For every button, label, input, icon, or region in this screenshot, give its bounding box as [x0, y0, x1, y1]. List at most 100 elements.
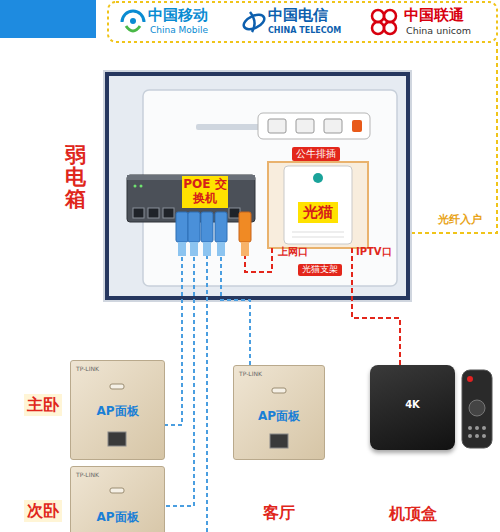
logo-arc — [126, 26, 140, 31]
node-text: 弱电箱 — [63, 144, 87, 210]
blue-plug — [201, 212, 213, 256]
blue-plug — [215, 212, 227, 256]
node-text: 次卧 — [24, 500, 62, 522]
node-text: TP-LINK — [239, 371, 262, 378]
operator-banner — [108, 2, 497, 42]
switch-casing — [127, 175, 255, 222]
status-led — [140, 185, 143, 188]
modem-vent — [292, 232, 344, 233]
ap-panel: 主卧TP-LINKAP面板 — [70, 360, 165, 460]
logo-loop — [372, 22, 384, 34]
modem-logo — [313, 173, 323, 183]
operator-name: 中国联通 — [404, 7, 464, 24]
panel-indicator — [272, 388, 286, 393]
ap-panel: 次卧TP-LINKAP面板 — [70, 466, 165, 532]
power-strip-body — [258, 113, 370, 139]
port-name: IPTV口 — [356, 246, 392, 257]
mount-rail — [196, 124, 260, 130]
d-pad — [469, 400, 485, 416]
weak-current-box: 弱电箱公牛排插POE 交换机光猫 — [105, 72, 410, 300]
plug-boot — [203, 242, 211, 256]
node-text: 公牛排插 — [292, 147, 340, 161]
operator-name: 中国电信 — [268, 7, 328, 24]
cable-connector — [352, 248, 400, 365]
strip-casing — [258, 113, 370, 139]
operator-name: 中国移动 — [148, 7, 208, 24]
rj45-port — [163, 208, 174, 218]
remote-button — [475, 426, 479, 430]
remote-body — [462, 370, 492, 448]
socket — [296, 119, 314, 133]
operator-name: China unicom — [406, 26, 471, 36]
plug-body — [201, 212, 213, 242]
logo-arc — [122, 11, 144, 22]
power-button — [467, 376, 473, 382]
blue-plug — [188, 212, 200, 256]
modem-vent — [292, 237, 344, 238]
operator-name: CHINA TELECOM — [268, 27, 341, 36]
plug-boot — [190, 242, 198, 256]
remote-button — [482, 434, 486, 438]
cable-connector — [165, 222, 182, 425]
modem-device — [284, 166, 352, 244]
logo-stroke — [250, 12, 255, 32]
plug-boot — [241, 242, 249, 256]
plug-body — [176, 212, 188, 242]
node-text: AP面板 — [71, 405, 164, 419]
node-text: TP-LINK — [76, 472, 99, 479]
strip-switch — [352, 120, 362, 132]
logo-ring — [241, 12, 266, 32]
node-text: AP面板 — [71, 511, 164, 525]
power-strip: 公牛排插 — [258, 113, 370, 139]
switch-body — [127, 175, 255, 222]
cable-connector — [221, 222, 250, 365]
plug-body — [215, 212, 227, 242]
remote-button — [468, 434, 472, 438]
rj45-port — [148, 208, 159, 218]
set-top-box: 4K机顶盒 — [370, 365, 455, 450]
corner-band — [0, 0, 96, 38]
panel-indicator — [110, 384, 124, 389]
orange-plug — [239, 212, 251, 256]
plug-body — [188, 212, 200, 242]
remote-button — [468, 426, 472, 430]
plug-boot — [178, 242, 186, 256]
node-text: AP面板 — [234, 410, 324, 424]
node-text: 主卧 — [24, 394, 62, 416]
poe-switch: POE 交换机 — [127, 175, 255, 222]
box-frame — [105, 72, 410, 300]
china-unicom-logo — [372, 10, 396, 34]
remote-control — [462, 370, 492, 448]
inner-panel — [143, 90, 397, 286]
rj45-port — [133, 208, 144, 218]
panel-port — [108, 432, 126, 446]
optical-modem: 光猫 — [268, 162, 368, 248]
modem-frame — [268, 162, 368, 248]
china-telecom-logo — [241, 12, 266, 32]
fiber-line — [370, 42, 497, 233]
operator-name: China Mobile — [150, 26, 208, 36]
connectors — [165, 222, 400, 506]
rj45-port — [229, 208, 240, 218]
logo-loop — [384, 22, 396, 34]
node-text: POE 交换机 — [182, 176, 228, 208]
remote-button — [475, 434, 479, 438]
plug-body — [239, 212, 251, 242]
node-text: 4K — [370, 399, 455, 411]
panel-indicator — [110, 488, 124, 493]
ap-panel: TP-LINKAP面板客厅 — [233, 365, 325, 460]
part-tag: 光猫支架 — [298, 264, 342, 276]
logo-dot — [130, 18, 136, 24]
spare-cable — [206, 255, 208, 532]
cable-connector — [245, 222, 272, 272]
logo-loop — [384, 10, 396, 22]
socket — [268, 119, 286, 133]
plug-boot — [217, 242, 225, 256]
socket — [324, 119, 342, 133]
node-text: 机顶盒 — [365, 505, 460, 523]
cable-connector — [165, 222, 194, 506]
